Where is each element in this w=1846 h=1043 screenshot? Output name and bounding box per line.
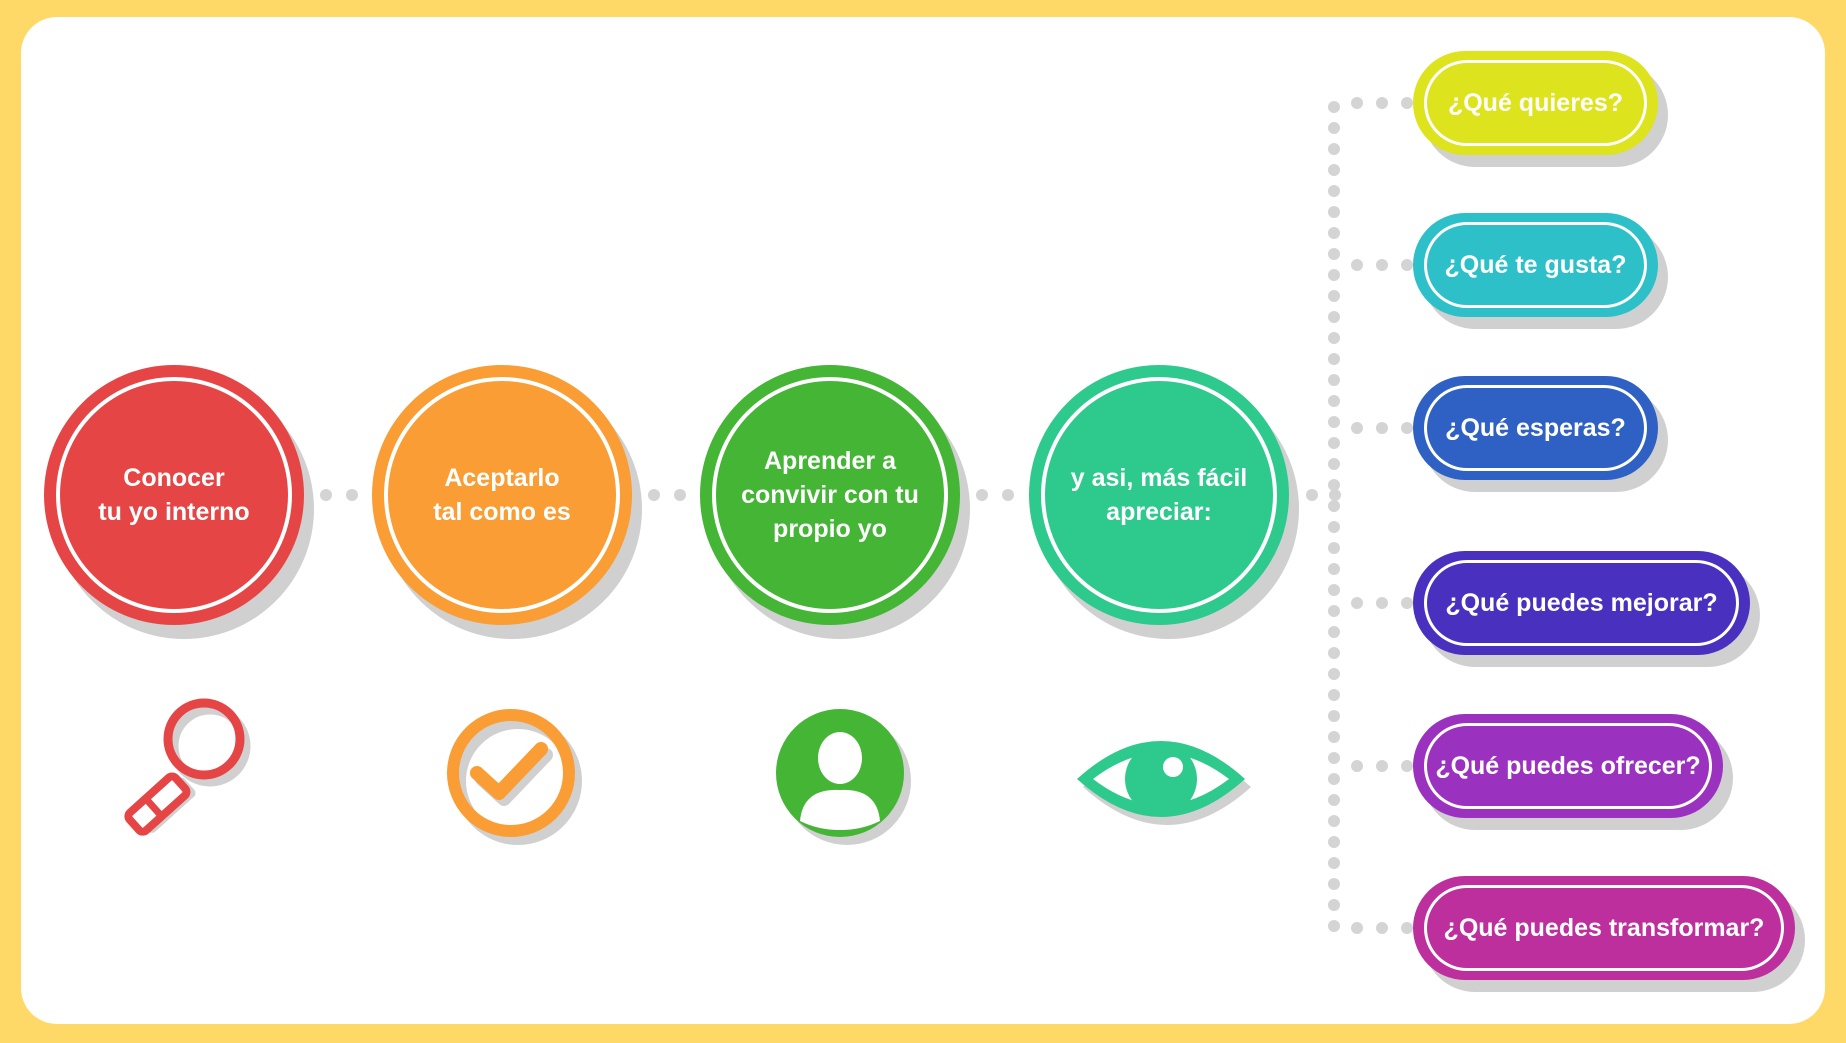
branch-dot xyxy=(1328,143,1340,155)
step-circle-4: y asi, más fácil apreciar: xyxy=(1029,365,1289,625)
branch-dot xyxy=(1328,521,1340,533)
branch-dot xyxy=(1328,857,1340,869)
branch-ticks xyxy=(1351,97,1413,934)
question-label-1: ¿Qué quieres? xyxy=(1447,88,1624,117)
branch-dot xyxy=(1328,626,1340,638)
step-circle-2: Aceptarlo tal como es xyxy=(372,365,632,625)
question-label-2: ¿Qué te gusta? xyxy=(1444,250,1627,279)
question-pill-border: ¿Qué quieres? xyxy=(1424,60,1647,146)
step-circle-ring: y asi, más fácil apreciar: xyxy=(1041,377,1277,613)
branch-dot xyxy=(1328,185,1340,197)
branch-dot xyxy=(1328,101,1340,113)
step-label-3: Aprender a convivir con tu propio yo xyxy=(741,447,919,543)
branch-dot xyxy=(1328,395,1340,407)
branch-dot xyxy=(1328,290,1340,302)
step-circle-ring: Aprender a convivir con tu propio yo xyxy=(712,377,948,613)
branch-dot xyxy=(1328,311,1340,323)
branch-dot xyxy=(1328,479,1340,491)
question-label-6: ¿Qué puedes transformar? xyxy=(1443,913,1765,942)
diagram-frame: Conocer tu yo interno Aceptarlo tal como… xyxy=(21,17,1825,1024)
step-label-1: Conocer tu yo interno xyxy=(98,464,250,526)
branch-dot xyxy=(1328,605,1340,617)
branch-dot xyxy=(1328,689,1340,701)
branch-dot xyxy=(1328,332,1340,344)
branch-dot xyxy=(1328,164,1340,176)
eye-icon xyxy=(1077,741,1251,825)
question-pill-2: ¿Qué te gusta? xyxy=(1413,213,1658,317)
question-pill-6: ¿Qué puedes transformar? xyxy=(1413,876,1795,980)
branch-dot xyxy=(1328,563,1340,575)
branch-dot xyxy=(1328,647,1340,659)
question-label-5: ¿Qué puedes ofrecer? xyxy=(1435,751,1701,780)
branch-dot xyxy=(1328,815,1340,827)
branch-dot xyxy=(1328,542,1340,554)
question-label-3: ¿Qué esperas? xyxy=(1445,413,1626,442)
branch-dot xyxy=(1328,668,1340,680)
branch-dot xyxy=(1328,752,1340,764)
branch-dot xyxy=(1328,731,1340,743)
branch-dot xyxy=(1328,773,1340,785)
branch-dot xyxy=(1328,437,1340,449)
question-pill-1: ¿Qué quieres? xyxy=(1413,51,1658,155)
question-pill-border: ¿Qué puedes mejorar? xyxy=(1424,560,1739,646)
branch-line xyxy=(1328,101,1340,932)
question-pill-border: ¿Qué puedes transformar? xyxy=(1424,885,1784,971)
branch-dot xyxy=(1328,269,1340,281)
branch-dot xyxy=(1328,416,1340,428)
branch-dot xyxy=(1328,458,1340,470)
step-circle-1: Conocer tu yo interno xyxy=(44,365,304,625)
step-connectors xyxy=(320,489,1341,501)
branch-dot xyxy=(1328,206,1340,218)
branch-dot xyxy=(1328,122,1340,134)
question-pill-border: ¿Qué te gusta? xyxy=(1424,222,1647,308)
branch-dot xyxy=(1328,794,1340,806)
question-pill-3: ¿Qué esperas? xyxy=(1413,376,1658,480)
branch-dot xyxy=(1328,878,1340,890)
person-icon xyxy=(776,709,911,845)
question-pill-4: ¿Qué puedes mejorar? xyxy=(1413,551,1750,655)
branch-dot xyxy=(1328,374,1340,386)
branch-dot xyxy=(1328,710,1340,722)
branch-dot xyxy=(1328,899,1340,911)
question-pill-border: ¿Qué esperas? xyxy=(1424,385,1647,471)
step-circle-ring: Aceptarlo tal como es xyxy=(384,377,620,613)
step-label-2: Aceptarlo tal como es xyxy=(433,464,571,526)
step-label-4: y asi, más fácil apreciar: xyxy=(1070,464,1248,526)
checkmark-icon xyxy=(447,709,582,845)
connector-lines xyxy=(320,97,1413,934)
step-circle-3: Aprender a convivir con tu propio yo xyxy=(700,365,960,625)
branch-dot xyxy=(1328,353,1340,365)
branch-dot xyxy=(1328,227,1340,239)
branch-dot xyxy=(1328,836,1340,848)
branch-dot xyxy=(1328,248,1340,260)
question-pill-border: ¿Qué puedes ofrecer? xyxy=(1424,723,1712,809)
question-pill-5: ¿Qué puedes ofrecer? xyxy=(1413,714,1723,818)
branch-dot xyxy=(1328,500,1340,512)
step-circle-ring: Conocer tu yo interno xyxy=(56,377,292,613)
magnifier-icon xyxy=(124,698,251,836)
question-label-4: ¿Qué puedes mejorar? xyxy=(1445,588,1718,617)
branch-dot xyxy=(1328,584,1340,596)
branch-dot xyxy=(1328,920,1340,932)
